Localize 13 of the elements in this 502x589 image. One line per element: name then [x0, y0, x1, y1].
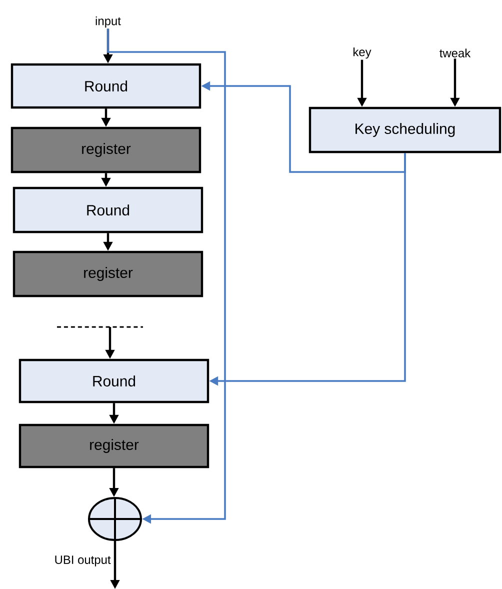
input-label: key: [354, 47, 372, 59]
register-box: register: [10, 126, 202, 174]
key-scheduling-box: Key scheduling: [308, 106, 502, 154]
round-box: Round: [10, 63, 202, 109]
input-label: input: [96, 16, 121, 28]
round-box: Round: [12, 186, 204, 234]
input-label: tweak: [440, 48, 471, 58]
register-box: register: [18, 424, 210, 468]
round-box: Round: [18, 358, 210, 404]
arrow: [107, 28, 226, 524]
edge-label: UBI output: [55, 556, 111, 566]
register-box: register: [12, 250, 204, 298]
xor-symbol: [87, 496, 143, 542]
